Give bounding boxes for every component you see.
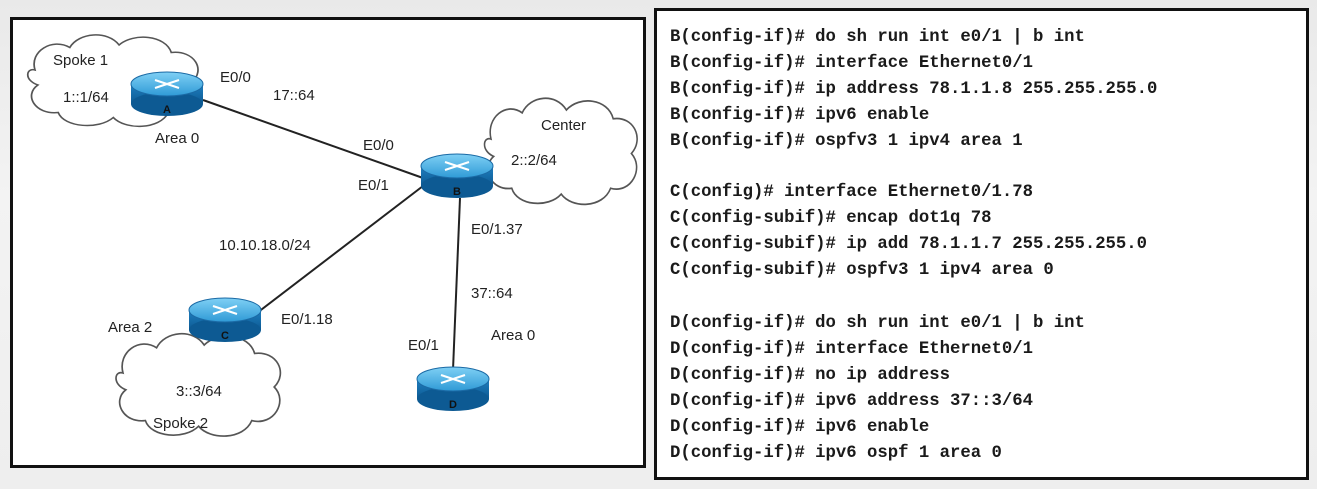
center-name: Center xyxy=(541,117,586,134)
router-c-icon: C xyxy=(188,297,262,342)
center-prefix: 2::2/64 xyxy=(511,152,557,169)
config-line: B(config-if)# do sh run int e0/1 | b int xyxy=(670,28,1085,47)
config-line: D(config-if)# do sh run int e0/1 | b int xyxy=(670,314,1085,333)
link-a-b xyxy=(202,99,424,179)
config-line: D(config-if)# ipv6 enable xyxy=(670,418,930,437)
b-e0137-label: E0/1.37 xyxy=(471,221,523,238)
d-e01-label: E0/1 xyxy=(408,337,439,354)
config-line: D(config-if)# ipv6 ospf 1 area 0 xyxy=(670,444,1002,463)
config-line: C(config)# interface Ethernet0/1.78 xyxy=(670,183,1033,202)
spoke2-prefix: 3::3/64 xyxy=(176,383,222,400)
config-line: B(config-if)# ospfv3 1 ipv4 area 1 xyxy=(670,132,1023,151)
router-b-label: B xyxy=(453,186,461,198)
config-line: D(config-if)# interface Ethernet0/1 xyxy=(670,340,1033,359)
area-d-label: Area 0 xyxy=(491,327,535,344)
config-line: B(config-if)# interface Ethernet0/1 xyxy=(670,54,1033,73)
bc-subnet-label: 10.10.18.0/24 xyxy=(219,237,311,254)
router-c-config: C(config)# interface Ethernet0/1.78 C(co… xyxy=(670,180,1147,284)
link-b-c xyxy=(252,185,424,317)
config-line: C(config-subif)# ip add 78.1.1.7 255.255… xyxy=(670,235,1148,254)
config-line: D(config-if)# no ip address xyxy=(670,366,951,385)
config-line: C(config-subif)# encap dot1q 78 xyxy=(670,209,992,228)
link-b-d xyxy=(452,197,461,371)
network-topology-diagram: A B C xyxy=(10,17,646,468)
b-e00-label: E0/0 xyxy=(363,137,394,154)
center-cloud xyxy=(483,97,639,206)
spoke1-prefix: 1::1/64 xyxy=(63,89,109,106)
config-line: B(config-if)# ipv6 enable xyxy=(670,106,930,125)
b-e01-label: E0/1 xyxy=(358,177,389,194)
c-e0118-label: E0/1.18 xyxy=(281,311,333,328)
config-line: B(config-if)# ip address 78.1.1.8 255.25… xyxy=(670,80,1158,99)
config-commands-panel: B(config-if)# do sh run int e0/1 | b int… xyxy=(654,8,1309,480)
a-e00-label: E0/0 xyxy=(220,69,251,86)
router-c-label: C xyxy=(221,330,229,342)
router-d-icon: D xyxy=(416,366,490,411)
bd-subnet-label: 37::64 xyxy=(471,285,513,302)
spoke1-name: Spoke 1 xyxy=(53,52,108,69)
config-line: C(config-subif)# ospfv3 1 ipv4 area 0 xyxy=(670,261,1054,280)
area-a-label: Area 0 xyxy=(155,130,199,147)
router-b-config: B(config-if)# do sh run int e0/1 | b int… xyxy=(670,25,1157,155)
router-d-label: D xyxy=(449,399,457,411)
area-c-label: Area 2 xyxy=(108,319,152,336)
topology-canvas: A B C xyxy=(26,34,639,437)
router-b-icon: B xyxy=(420,153,494,198)
ab-subnet-label: 17::64 xyxy=(273,87,315,104)
router-a-icon: A xyxy=(130,71,204,116)
router-d-config: D(config-if)# do sh run int e0/1 | b int… xyxy=(670,311,1085,467)
config-line: D(config-if)# ipv6 address 37::3/64 xyxy=(670,392,1033,411)
router-a-label: A xyxy=(163,104,171,116)
spoke2-name: Spoke 2 xyxy=(153,415,208,432)
